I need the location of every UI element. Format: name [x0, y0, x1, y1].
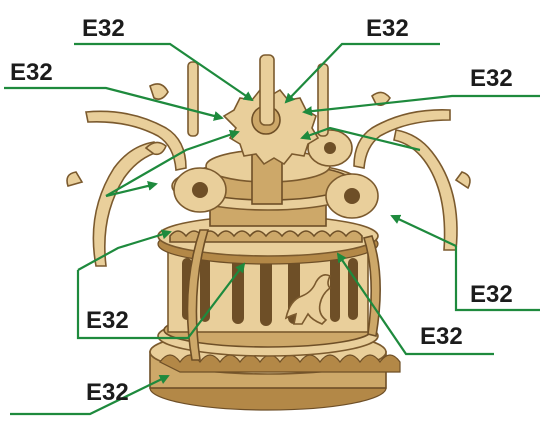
part-label-right: E32	[470, 281, 513, 308]
leader-line-upper-right	[304, 96, 540, 112]
leader-line-top-right	[286, 44, 440, 102]
leader-line-arm-left	[78, 232, 170, 270]
carousel-arm-left-lower	[93, 142, 166, 266]
part-label-top-right: E32	[366, 15, 409, 42]
part-label-lower-right: E32	[420, 323, 463, 350]
part-label-mid-left: E32	[86, 307, 129, 334]
part-label-lower-left: E32	[86, 379, 129, 406]
part-label-upper-right: E32	[470, 65, 513, 92]
part-label-upper-left: E32	[10, 59, 53, 86]
carousel-arm-right-lower	[394, 130, 470, 250]
part-label-top-left: E32	[82, 15, 125, 42]
carousel-model	[67, 55, 470, 410]
